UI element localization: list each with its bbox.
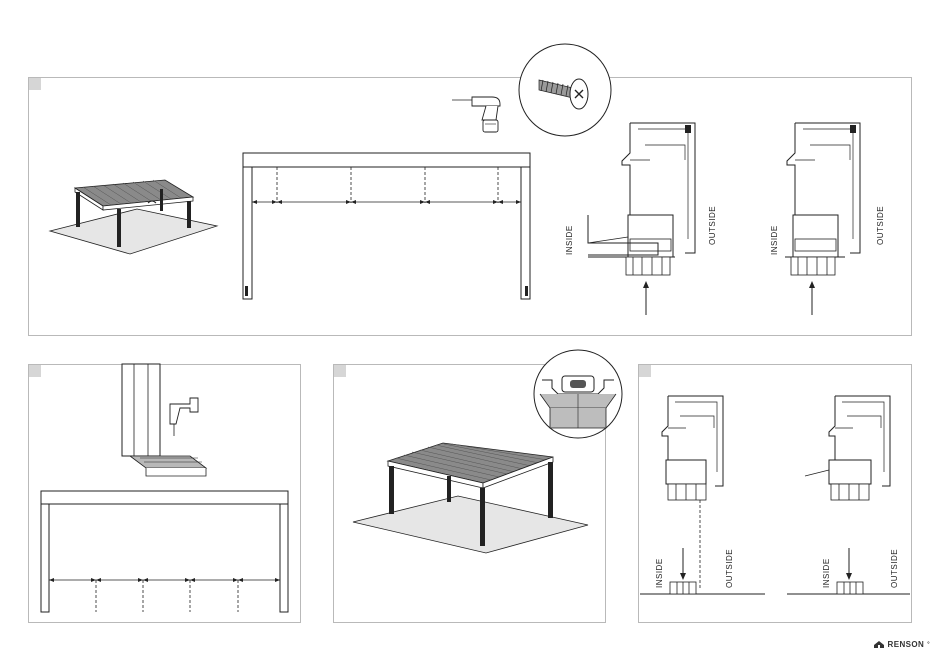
section-detail-1b: INSIDE OUTSIDE [765,115,900,320]
inside-label: INSIDE [770,225,779,255]
brand-name: RENSON [888,640,925,649]
outside-label: OUTSIDE [890,549,899,588]
inside-label: INSIDE [822,558,831,588]
pergola-front-elevation-1 [240,150,535,302]
step-marker [29,365,41,377]
section-detail-4b: INSIDE OUTSIDE [785,388,910,603]
outside-label: OUTSIDE [725,549,734,588]
outside-label: OUTSIDE [708,206,717,245]
spirit-level-detail-icon [530,348,626,440]
step-marker [334,365,346,377]
outside-label: OUTSIDE [876,206,885,245]
section-detail-1a: INSIDE OUTSIDE [560,115,710,320]
inside-label: INSIDE [655,558,664,588]
brand-mark: ° [927,642,930,648]
renson-logo: RENSON° [873,640,930,649]
pergola-front-elevation-2 [38,488,293,616]
drill-icon [450,88,505,138]
pergola-isometric-large [348,435,593,555]
inside-label: INSIDE [565,225,574,255]
pergola-isometric-small [45,175,220,260]
section-detail-4a: INSIDE OUTSIDE [640,388,775,603]
post-corner-detail [100,364,220,479]
step-marker [29,78,41,90]
step-marker [639,365,651,377]
house-icon [873,640,885,649]
